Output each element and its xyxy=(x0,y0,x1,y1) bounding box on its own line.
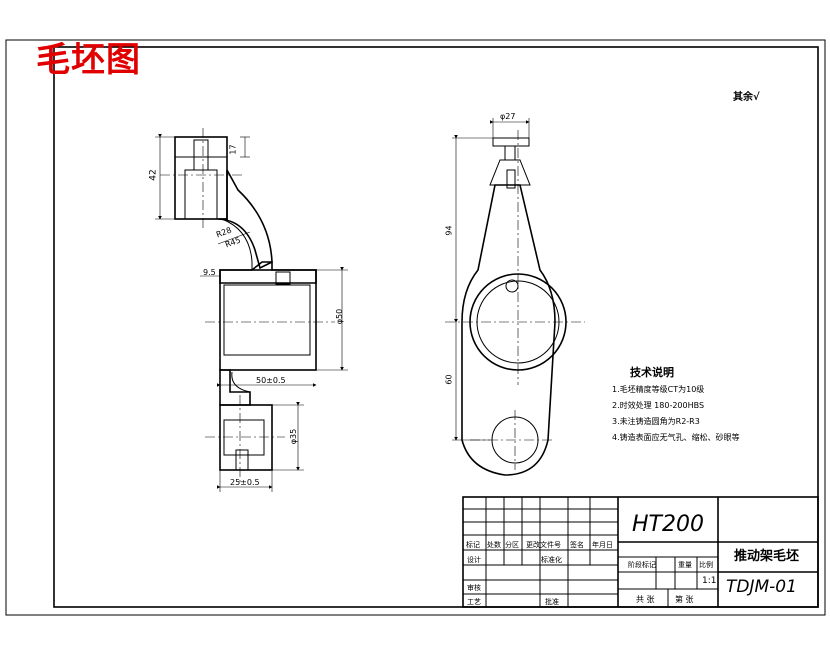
label-review: 审核 xyxy=(467,584,481,592)
label-design: 设计 xyxy=(467,556,481,564)
header-count: 处数 xyxy=(487,541,501,549)
tech-line-1: 1.毛坯精度等级CT为10级 xyxy=(612,385,705,394)
dim-17: 17 xyxy=(228,144,238,155)
label-sheets-total: 共 张 xyxy=(636,595,655,604)
tech-line-4: 4.铸造表面应无气孔、缩松、砂眼等 xyxy=(612,433,740,442)
header-date: 年月日 xyxy=(592,541,613,549)
outer-border xyxy=(5,39,826,616)
label-scale: 比例 xyxy=(699,561,713,569)
tech-line-3: 3.未注铸造圆角为R2-R3 xyxy=(612,417,700,426)
drawing-number: TDJM-01 xyxy=(726,577,797,597)
dim-50: 50±0.5 xyxy=(256,376,286,385)
dim-phi50: φ50 xyxy=(335,308,345,325)
part-name: 推动架毛坯 xyxy=(734,549,800,564)
inner-border xyxy=(53,46,819,608)
header-doc: 更改文件号 xyxy=(526,541,561,549)
tech-line-2: 2.时效处理 180-200HBS xyxy=(612,401,705,410)
front-view xyxy=(445,118,585,476)
header-mark: 标记 xyxy=(466,541,480,549)
title-block xyxy=(462,496,819,608)
header-zone: 分区 xyxy=(505,541,519,549)
label-approve: 批准 xyxy=(545,598,559,606)
label-stage: 阶段标记 xyxy=(628,561,656,569)
dim-42: 42 xyxy=(148,169,159,181)
section-view xyxy=(155,128,348,492)
label-sheet-no: 第 张 xyxy=(675,595,694,604)
drawing-title: 毛坯图 xyxy=(36,40,141,80)
dim-phi27: φ27 xyxy=(500,112,516,121)
dim-phi35: φ35 xyxy=(289,428,299,445)
tech-heading: 技术说明 xyxy=(630,366,674,379)
label-weight: 重量 xyxy=(678,561,692,569)
dim-60: 60 xyxy=(444,374,454,385)
dim-25: 25±0.5 xyxy=(230,478,260,487)
dim-9-5: 9.5 xyxy=(203,268,216,277)
header-sign: 签名 xyxy=(570,541,584,549)
roughness-note: 其余√ xyxy=(733,92,760,103)
material: HT200 xyxy=(632,512,704,537)
label-standard: 标准化 xyxy=(541,556,562,564)
label-process: 工艺 xyxy=(467,598,481,606)
scale-value: 1:1 xyxy=(702,576,717,586)
dim-94: 94 xyxy=(444,225,454,236)
